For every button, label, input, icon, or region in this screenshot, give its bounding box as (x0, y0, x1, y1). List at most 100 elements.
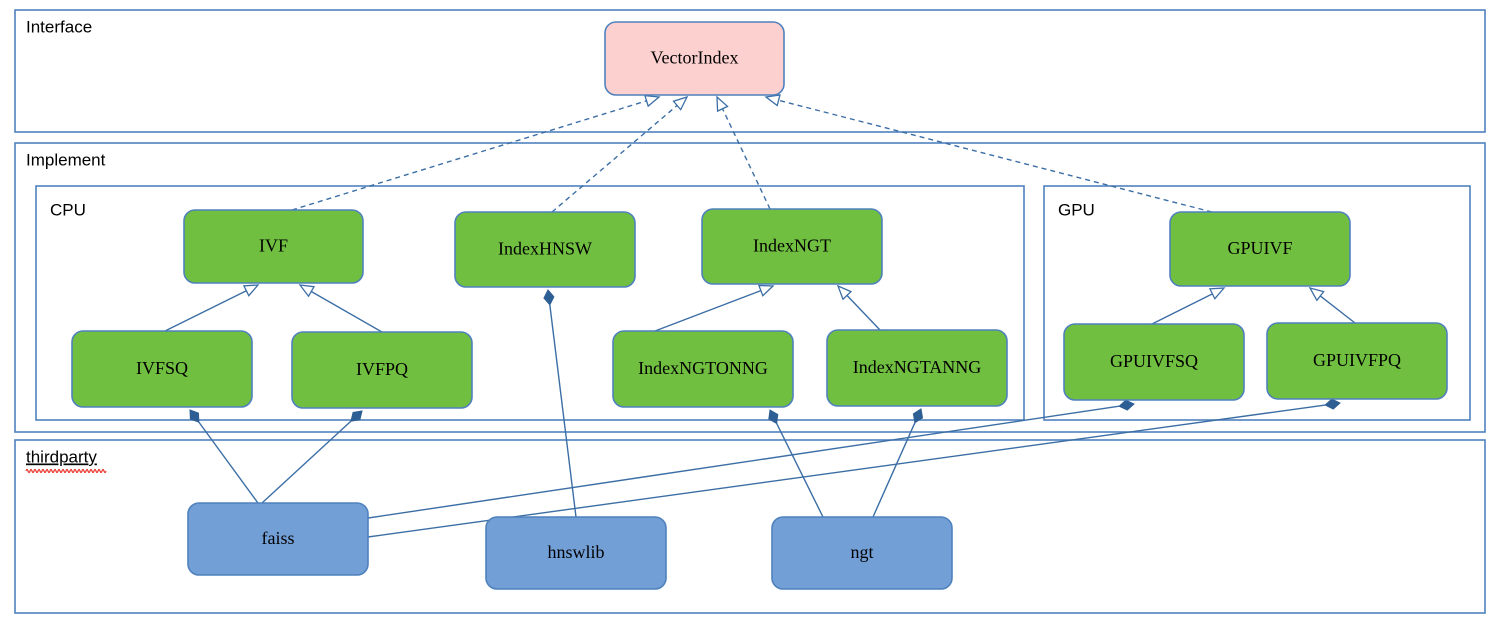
edge-faiss-to-gpuivfsq (367, 399, 1135, 519)
node-label-faiss: faiss (262, 528, 295, 548)
node-box-indexngtonng[interactable] (612, 330, 794, 408)
edge-gpuivfpq-to-gpuivf (1308, 286, 1356, 324)
arrowhead-hollow-triangle (1208, 287, 1226, 300)
node-ngt[interactable]: ngt (771, 516, 953, 590)
node-box-ivfsq[interactable] (71, 330, 253, 408)
edge-line (310, 290, 383, 333)
node-label-indexngt: IndexNGT (753, 236, 831, 256)
node-box-indexngtanng[interactable] (826, 329, 1008, 407)
edge-indexngt-to-vectorindex (716, 95, 771, 210)
arrowhead-hollow-triangle (764, 94, 781, 107)
arrowhead-hollow-triangle (716, 95, 729, 113)
node-box-gpuivfpq[interactable] (1266, 322, 1448, 400)
container-label-implement: Implement (26, 150, 106, 169)
node-label-indexngtonng: IndexNGTONNG (638, 358, 768, 378)
arrowhead-filled-diamond (912, 408, 924, 424)
edge-line (721, 108, 771, 210)
edge-line (654, 289, 762, 332)
container-label-thirdparty: thirdparty (26, 447, 97, 466)
arrowhead-filled-diamond (1118, 399, 1135, 411)
node-box-ivfpq[interactable] (291, 331, 473, 409)
edge-line (551, 104, 678, 213)
node-label-ngt: ngt (850, 542, 873, 562)
edge-indexngtanng-to-indexngt (836, 284, 881, 331)
arrowhead-hollow-triangle (644, 94, 661, 108)
node-box-vectorindex[interactable] (604, 21, 785, 96)
node-gpuivf[interactable]: GPUIVF (1169, 211, 1351, 287)
node-box-ivf[interactable] (183, 209, 364, 284)
edge-indexngtonng-to-indexngt (654, 284, 775, 332)
arrowhead-hollow-triangle (672, 95, 689, 111)
arrowhead-filled-diamond (350, 410, 363, 422)
arrowhead-hollow-triangle (1308, 286, 1325, 302)
node-box-hnswlib[interactable] (485, 516, 667, 590)
node-box-gpuivfsq[interactable] (1063, 323, 1245, 401)
node-box-gpuivf[interactable] (1169, 211, 1351, 287)
arrowhead-hollow-triangle (242, 284, 260, 297)
edge-ivfsq-to-ivf (164, 284, 260, 332)
edge-indexhnsw-to-vectorindex (551, 95, 689, 213)
edge-hnswlib-to-indexhnsw (543, 289, 577, 518)
node-label-vectorindex: VectorIndex (651, 48, 739, 68)
arrowhead-filled-diamond (768, 409, 779, 425)
arrowhead-hollow-triangle (836, 284, 853, 301)
node-label-ivfpq: IVFPQ (356, 359, 408, 379)
node-label-gpuivfpq: GPUIVFPQ (1313, 350, 1401, 370)
edge-line (549, 304, 577, 518)
node-label-gpuivfsq: GPUIVFSQ (1110, 351, 1198, 371)
edge-line (291, 100, 647, 211)
edge-gpuivfsq-to-gpuivf (1151, 287, 1226, 325)
node-indexngtonng[interactable]: IndexNGTONNG (612, 330, 794, 408)
arrowhead-filled-diamond (543, 289, 555, 306)
node-indexngt[interactable]: IndexNGT (701, 208, 883, 285)
node-box-indexngt[interactable] (701, 208, 883, 285)
edge-ngt-to-indexngtanng (872, 408, 924, 518)
container-label-gpu: GPU (1058, 200, 1095, 219)
edge-faiss-to-gpuivfpq (367, 398, 1341, 538)
edge-ngt-to-indexngtonng (768, 409, 824, 518)
node-indexhnsw[interactable]: IndexHNSW (454, 211, 636, 288)
spellcheck-underline-thirdparty (25, 468, 107, 474)
edge-line (872, 422, 916, 518)
node-faiss[interactable]: faiss (187, 502, 369, 576)
node-box-ngt[interactable] (771, 516, 953, 590)
node-gpuivfpq[interactable]: GPUIVFPQ (1266, 322, 1448, 400)
edge-line (846, 294, 881, 331)
node-box-faiss[interactable] (187, 502, 369, 576)
edge-line (261, 420, 352, 504)
node-ivf[interactable]: IVF (183, 209, 364, 284)
edge-faiss-to-ivfsq (189, 409, 259, 504)
node-label-ivfsq: IVFSQ (136, 358, 188, 378)
edge-faiss-to-ivfpq (261, 410, 363, 504)
node-vectorindex[interactable]: VectorIndex (604, 21, 785, 96)
node-label-indexngtanng: IndexNGTANNG (853, 357, 982, 377)
edge-line (367, 405, 1120, 519)
container-label-cpu: CPU (50, 200, 86, 219)
node-label-ivf: IVF (259, 236, 288, 256)
node-box-indexhnsw[interactable] (454, 211, 636, 288)
edge-ivfpq-to-ivf (298, 284, 383, 333)
arrowhead-hollow-triangle (757, 284, 775, 297)
node-gpuivfsq[interactable]: GPUIVFSQ (1063, 323, 1245, 401)
edges-layer (164, 94, 1356, 538)
node-ivfsq[interactable]: IVFSQ (71, 330, 253, 408)
node-hnswlib[interactable]: hnswlib (485, 516, 667, 590)
arrowhead-filled-diamond (1324, 398, 1341, 410)
node-label-indexhnsw: IndexHNSW (498, 239, 592, 259)
container-label-interface: Interface (26, 17, 92, 36)
arrowhead-filled-diamond (189, 409, 200, 423)
edge-line (776, 423, 824, 518)
edge-line (778, 99, 1213, 213)
node-label-gpuivf: GPUIVF (1227, 238, 1292, 258)
arrowhead-hollow-triangle (298, 284, 316, 298)
edge-line (1319, 295, 1356, 324)
edge-gpuivf-to-vectorindex (764, 94, 1213, 213)
edge-line (164, 290, 247, 332)
edge-ivf-to-vectorindex (291, 94, 661, 211)
node-indexngtanng[interactable]: IndexNGTANNG (826, 329, 1008, 407)
edge-line (198, 421, 259, 504)
node-ivfpq[interactable]: IVFPQ (291, 331, 473, 409)
